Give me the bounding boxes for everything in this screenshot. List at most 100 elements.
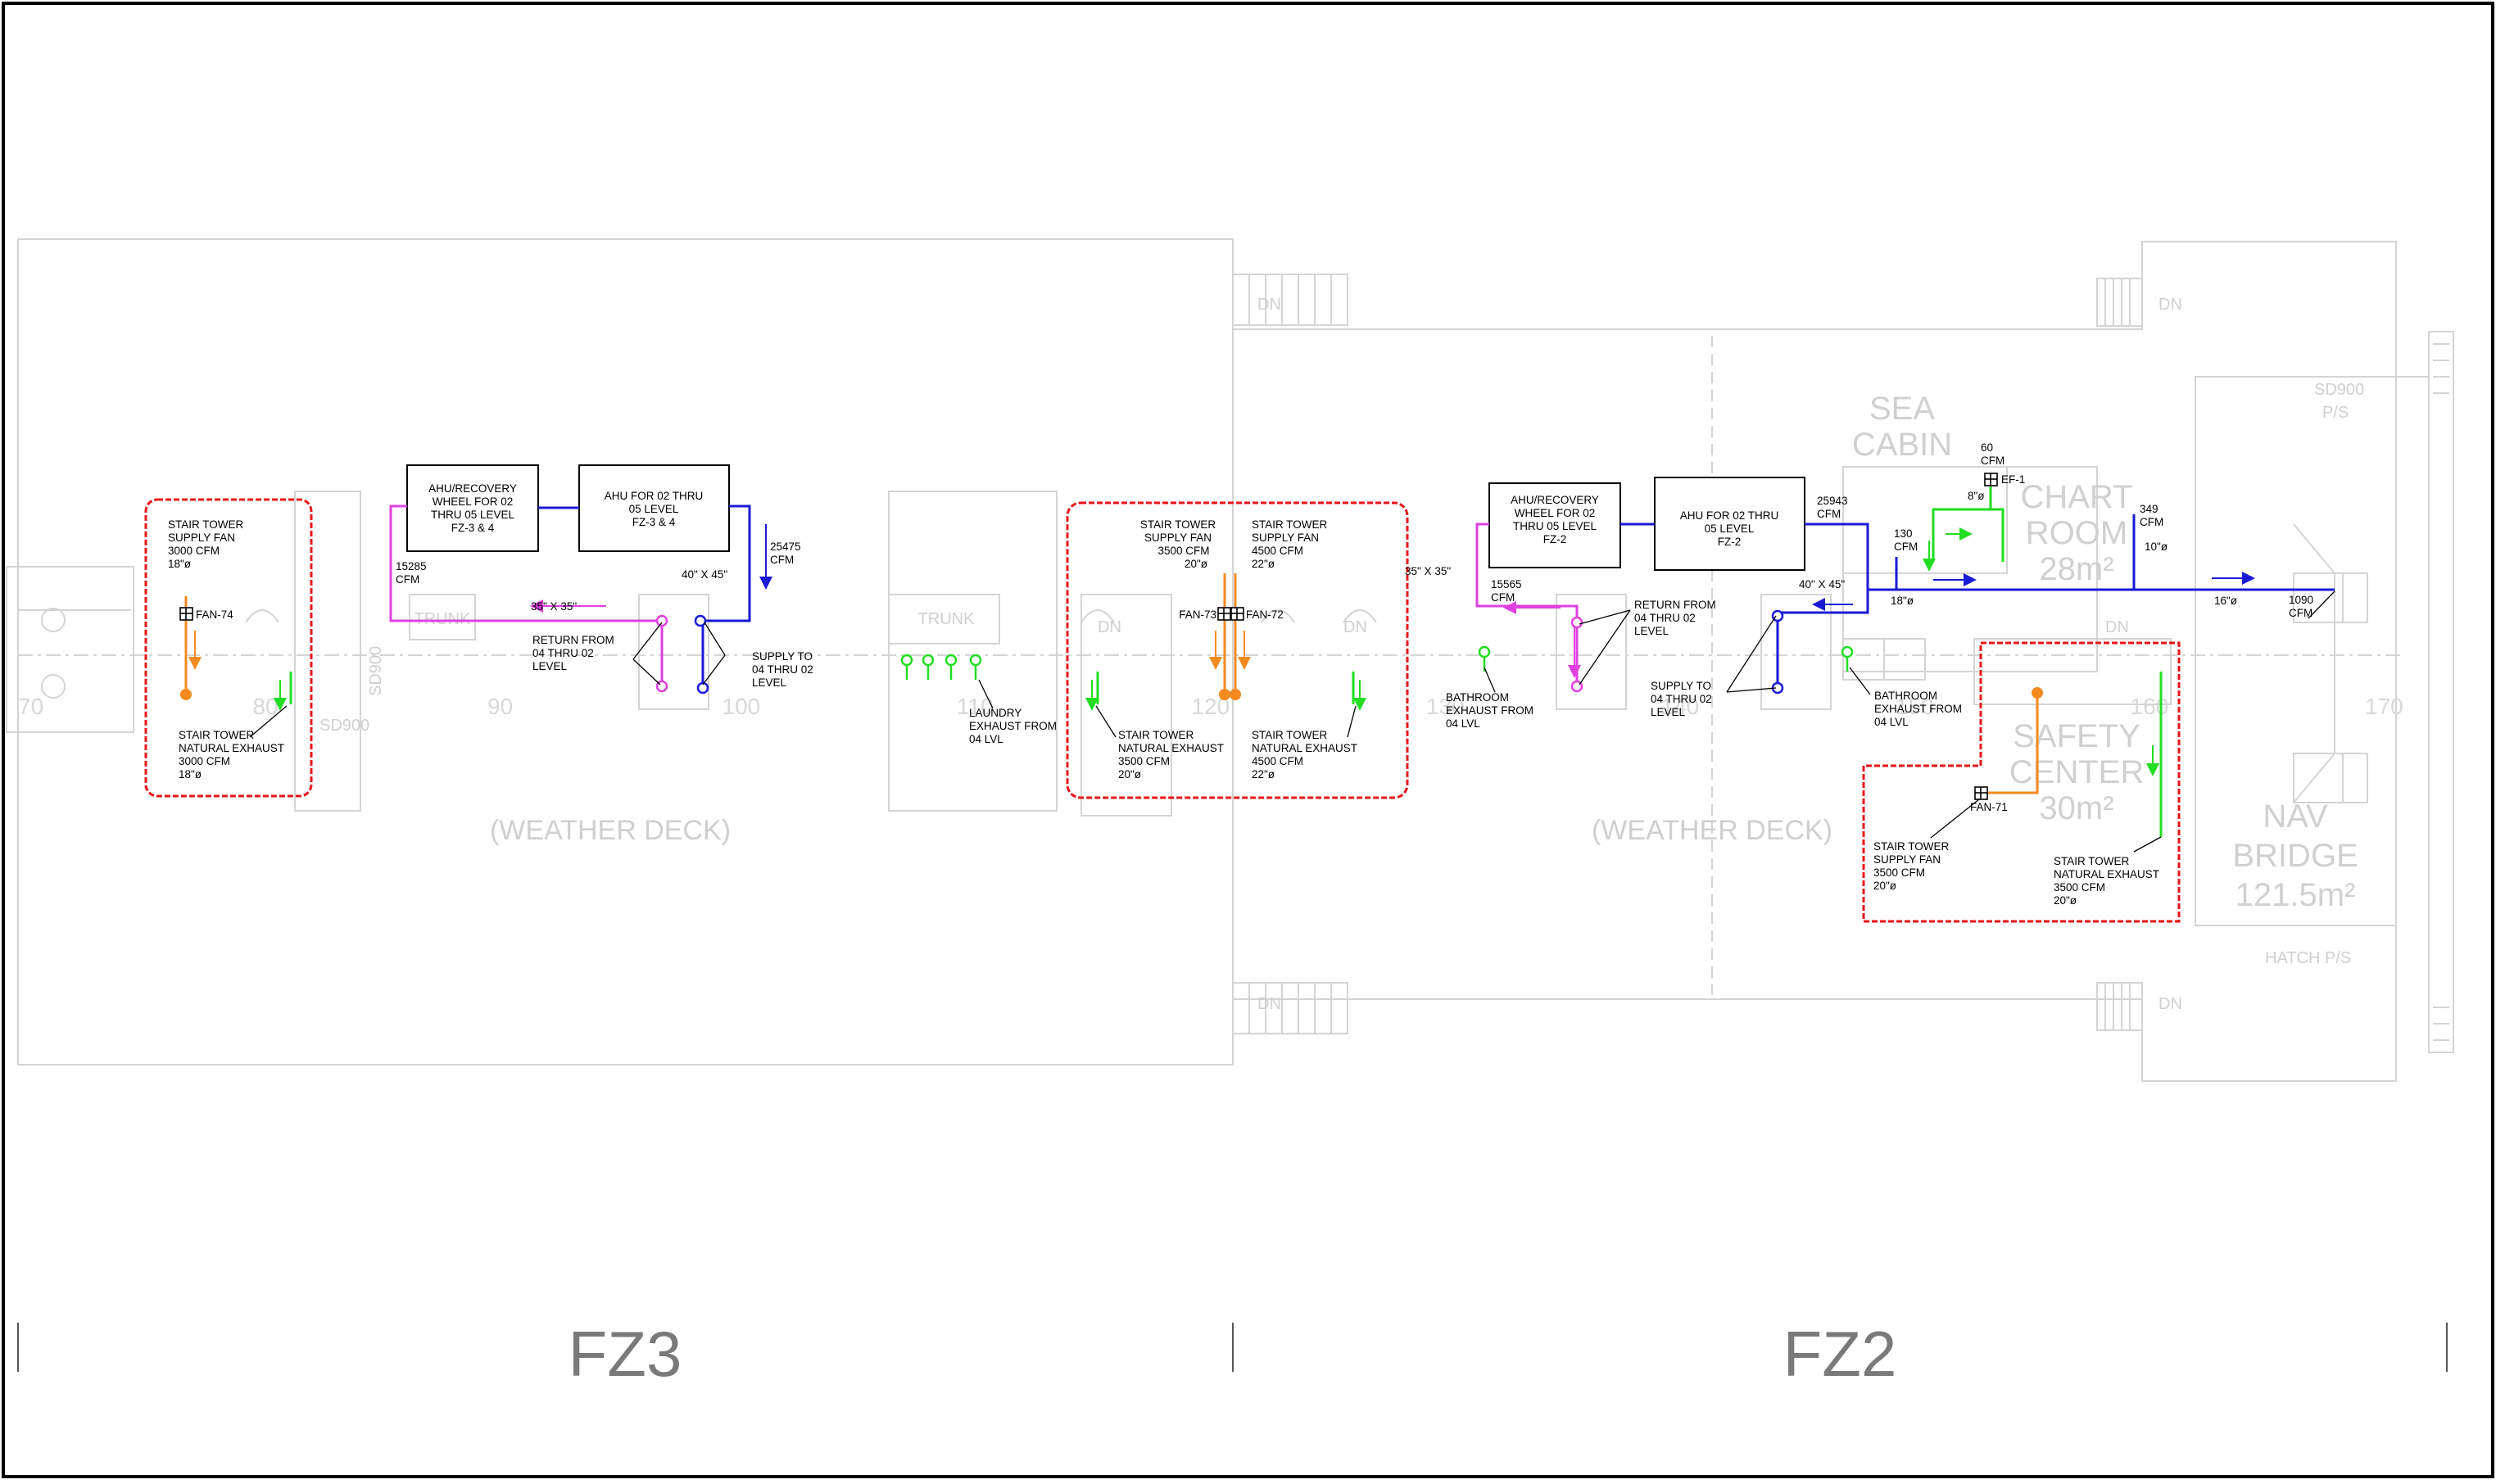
hatch-ps-label: HATCH P/S — [2265, 949, 2351, 967]
st-supply-72-l2: SUPPLY FAN — [1252, 532, 1319, 544]
st-supply-72-l1: STAIR TOWER — [1252, 518, 1328, 531]
return-duct-fz3 — [389, 504, 664, 686]
dia-16-label: 16"ø — [2214, 595, 2237, 607]
cfm-25943-value: 25943 — [1817, 495, 1848, 507]
ahu-wheel-fz34-l3: THRU 05 LEVEL — [431, 509, 515, 521]
st-supply-72-l4: 22"ø — [1252, 558, 1275, 570]
ahu-wheel-fz34-l1: AHU/RECOVERY — [428, 482, 517, 495]
st-supply-fz3-l1: STAIR TOWER — [168, 518, 244, 531]
fan-71-symbol — [1974, 786, 1988, 800]
trunk-label: TRUNK — [918, 610, 976, 628]
cfm-25943-unit: CFM — [1817, 508, 1841, 520]
st-exh-71-l1: STAIR TOWER — [2054, 855, 2130, 867]
dn-label: DN — [2159, 296, 2182, 314]
ahu-wheel-fz2-box — [1488, 482, 1621, 568]
fan-71-label: FAN-71 — [1970, 801, 2008, 813]
supply-fz3-l3: LEVEL — [752, 676, 787, 689]
bathroom-b-l1: BATHROOM — [1874, 690, 1937, 702]
frame-tick-170: 170 — [2365, 694, 2403, 719]
ef-1-symbol — [1984, 473, 1998, 486]
chart-room-area: 28m² — [2039, 551, 2113, 587]
return-fz2-l1: RETURN FROM — [1634, 599, 1716, 611]
laundry-l2: EXHAUST FROM — [969, 720, 1057, 732]
supply-fz3-l1: SUPPLY TO — [752, 650, 813, 663]
st-supply-71-l1: STAIR TOWER — [1873, 840, 1950, 853]
st-exh-73-l4: 20"ø — [1118, 768, 1141, 780]
cfm-15565-unit: CFM — [1491, 591, 1515, 604]
ahu-fz2-box — [1654, 477, 1805, 571]
leader-lines — [249, 590, 2335, 853]
st-supply-fz3-l3: 3000 CFM — [168, 545, 220, 557]
dn-label: DN — [2159, 995, 2182, 1013]
dia-8-label: 8"ø — [1968, 490, 1985, 502]
bathroom-b-l3: 04 LVL — [1874, 716, 1909, 728]
fan-74-symbol — [179, 607, 193, 621]
sea-cabin-line2: CABIN — [1852, 427, 1952, 463]
sd900-ps-line1: SD900 — [2314, 381, 2364, 399]
fan-72-label: FAN-72 — [1246, 609, 1284, 621]
supply-fz2-l2: 04 THRU 02 — [1651, 693, 1712, 705]
cfm-130-unit: CFM — [1894, 541, 1918, 553]
laundry-l3: 04 LVL — [969, 733, 1003, 745]
nav-bridge-line1: NAV — [2263, 799, 2328, 835]
st-exh-73-l2: NATURAL EXHAUST — [1118, 742, 1224, 754]
return-fz2-l3: LEVEL — [1634, 625, 1669, 637]
equipment — [406, 464, 1805, 571]
fan-73-symbol — [1217, 607, 1231, 621]
cfm-60-value: 60 — [1981, 441, 1993, 454]
st-exh-72-l4: 22"ø — [1252, 768, 1275, 780]
weather-deck-label-fz2: (WEATHER DECK) — [1592, 815, 1832, 846]
ahu-fz2-l2: 05 LEVEL — [1705, 523, 1755, 535]
sd900-ps-line2: P/S — [2322, 404, 2349, 422]
ahu-wheel-fz34-box — [406, 464, 539, 552]
cfm-15285-value: 15285 — [396, 560, 427, 572]
annotations: STAIR TOWER SUPPLY FAN 3000 CFM 18"ø FAN… — [168, 441, 2313, 907]
duct-35x35-fz2: 35" X 35" — [1405, 565, 1451, 577]
st-exh-71-l4: 20"ø — [2054, 894, 2077, 907]
cfm-25475-value: 25475 — [770, 541, 801, 553]
bathroom-b-l2: EXHAUST FROM — [1874, 703, 1962, 715]
st-exh-fz3-l3: 3000 CFM — [179, 755, 230, 767]
ahu-fz2-l1: AHU FOR 02 THRU — [1680, 509, 1779, 522]
trunk-label-fz3: TRUNK — [414, 610, 472, 628]
st-exh-73-l1: STAIR TOWER — [1118, 729, 1194, 741]
supply-duct-fz3 — [701, 504, 751, 688]
dn-label: DN — [1098, 618, 1121, 636]
ahu-wheel-fz2-l2: WHEEL FOR 02 — [1515, 507, 1596, 519]
supply-ducts — [538, 504, 2335, 688]
revision-cloud-fan71 — [1862, 641, 2181, 923]
weather-deck-label-fz3: (WEATHER DECK) — [490, 815, 731, 846]
fan-74-label: FAN-74 — [196, 609, 233, 621]
st-exh-fz3-l1: STAIR TOWER — [179, 729, 255, 741]
frame-tick-160: 160 — [2131, 694, 2169, 719]
return-duct-fz2 — [1475, 523, 1579, 686]
ahu-fz34-l2: 05 LEVEL — [629, 503, 679, 515]
st-supply-71-l4: 20"ø — [1873, 880, 1896, 892]
fire-zone-fz3-label: FZ3 — [569, 1318, 682, 1390]
duct-40x45-fz2: 40" X 45" — [1799, 578, 1845, 590]
cfm-15285-unit: CFM — [396, 573, 419, 586]
frame-tick-130: 130 — [1426, 694, 1465, 719]
dia-10-label: 10"ø — [2145, 541, 2168, 553]
supply-fz2-l3: LEVEL — [1651, 706, 1686, 718]
st-exh-fz3-l4: 18"ø — [179, 768, 202, 780]
dn-label: DN — [1257, 296, 1281, 314]
stair-fan-terminals — [180, 687, 2043, 700]
safety-center-line2: CENTER — [2009, 754, 2144, 790]
bathroom-a-l3: 04 LVL — [1446, 717, 1480, 730]
st-exh-72-l1: STAIR TOWER — [1252, 729, 1328, 741]
bathroom-a-l2: EXHAUST FROM — [1446, 704, 1533, 717]
stair-fan-ducts — [184, 573, 2039, 794]
frame-tick-70: 70 — [18, 694, 43, 719]
fire-zone-footer — [17, 1323, 2448, 1372]
st-exh-71-l2: NATURAL EXHAUST — [2054, 868, 2159, 880]
cfm-15565-value: 15565 — [1491, 578, 1522, 590]
return-fz3-l2: 04 THRU 02 — [532, 647, 594, 659]
chart-room-line2: ROOM — [2026, 515, 2127, 551]
ship-outline — [6, 238, 2454, 1082]
cfm-60-unit: CFM — [1981, 455, 2005, 467]
return-ducts — [389, 504, 1581, 686]
return-fz3-l3: LEVEL — [532, 660, 568, 672]
